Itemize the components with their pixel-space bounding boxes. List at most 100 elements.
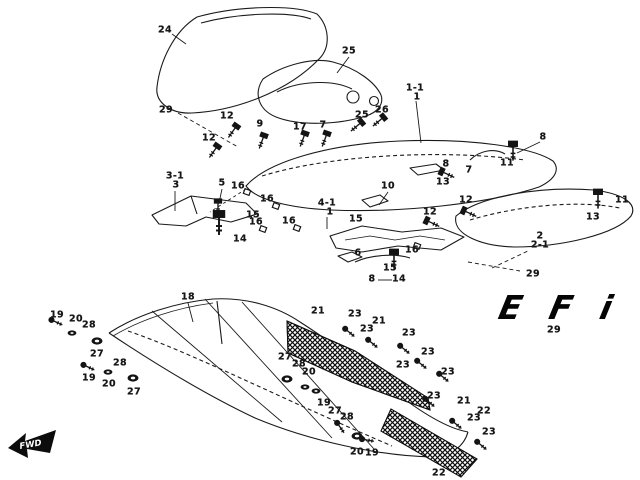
callout-15: 15	[382, 262, 398, 274]
callout-12: 12	[219, 110, 235, 122]
callout-23: 23	[420, 346, 436, 358]
gauge-hole-left	[346, 90, 360, 104]
callout-18: 18	[180, 291, 196, 303]
callout-16: 16	[259, 193, 275, 205]
callout-7: 7	[319, 119, 327, 131]
efi-logo: EFi	[495, 288, 640, 327]
center-bracket	[329, 225, 465, 253]
callout-16: 16	[281, 215, 297, 227]
callout-20: 20	[101, 378, 117, 390]
callout-23: 23	[401, 327, 417, 339]
hood-leader-lines	[171, 33, 541, 281]
callout-3: 3	[172, 179, 180, 191]
callout-3-1: 3-1	[165, 170, 185, 182]
callout-24: 24	[157, 24, 173, 36]
windshield-console	[257, 59, 383, 124]
callout-27: 27	[277, 351, 293, 363]
callout-16: 16	[230, 180, 246, 192]
callout-29: 29	[525, 268, 541, 280]
callout-6: 6	[354, 247, 362, 259]
left-bracket-fold	[190, 195, 198, 215]
callout-23: 23	[359, 323, 375, 335]
callout-27: 27	[126, 386, 142, 398]
callout-8: 8	[442, 158, 450, 170]
callout-19: 19	[81, 372, 97, 384]
callout-23: 23	[395, 359, 411, 371]
side-panel-rim	[469, 203, 621, 221]
windshield-console-detail	[276, 81, 353, 93]
callout-23: 23	[481, 426, 497, 438]
callout-1-1: 1-1	[405, 82, 425, 94]
belly-pan-crease-3	[241, 301, 375, 450]
callout-13: 13	[435, 176, 451, 188]
callout-16: 16	[404, 244, 420, 256]
hood-exploded-view	[151, 6, 634, 263]
belly-pan-crease-1	[151, 310, 283, 423]
callout-20: 20	[349, 446, 365, 458]
callout-29: 29	[158, 104, 174, 116]
fwd-arrow-label: FWD	[19, 438, 43, 452]
callout-27: 27	[327, 405, 343, 417]
hood-body-rim	[261, 154, 526, 177]
bracket-6	[337, 251, 363, 263]
hood-top-panel-inner-edge	[200, 13, 312, 24]
callout-17: 17	[292, 121, 308, 133]
hood-top-panel	[156, 6, 328, 114]
callout-2: 2	[536, 230, 544, 242]
belly-pan-crease-2	[204, 298, 333, 439]
callout-21: 21	[310, 305, 326, 317]
callout-19: 19	[364, 447, 380, 459]
callout-21: 21	[371, 315, 387, 327]
callout-1: 1	[413, 91, 421, 103]
callout-28: 28	[291, 358, 307, 370]
callout-25: 25	[341, 45, 357, 57]
bracket-10	[361, 194, 389, 208]
callout-12: 12	[422, 206, 438, 218]
callout-16: 16	[248, 216, 264, 228]
belly-pan-inner-rim	[112, 302, 214, 337]
callout-21: 21	[456, 395, 472, 407]
center-bracket-detail	[344, 235, 446, 241]
gauge-hole-right	[368, 95, 380, 107]
callout-4-1: 4-1	[317, 197, 337, 209]
callout-19: 19	[49, 309, 65, 321]
callout-29: 29	[546, 324, 562, 336]
callout-27: 27	[89, 348, 105, 360]
callout-23: 23	[426, 390, 442, 402]
side-panel	[455, 188, 634, 248]
left-bracket	[151, 195, 258, 227]
belly-pan-centerline	[127, 330, 393, 447]
callout-12: 12	[201, 132, 217, 144]
callout-15: 15	[348, 213, 364, 225]
belly-pan-front-crease	[216, 300, 223, 345]
callout-11: 11	[499, 157, 515, 169]
callout-26: 26	[374, 104, 390, 116]
callout-23: 23	[347, 308, 363, 320]
fwd-arrow-icon: FWD	[8, 430, 56, 458]
callout-9: 9	[256, 118, 264, 130]
callout-2-1: 2-1	[530, 239, 550, 251]
callout-28: 28	[112, 357, 128, 369]
hood-body-panel	[245, 139, 557, 212]
callout-28: 28	[339, 411, 355, 423]
callout-14: 14	[391, 273, 407, 285]
callout-11: 11	[614, 194, 630, 206]
right-vent-grille-mesh	[380, 408, 478, 478]
callout-20: 20	[301, 366, 317, 378]
callout-14: 14	[232, 233, 248, 245]
belly-pan-leader-lines	[187, 302, 194, 323]
callout-25: 25	[354, 109, 370, 121]
callout-8: 8	[368, 273, 376, 285]
belly-pan-top-rim	[108, 298, 301, 334]
left-vent-grille-mesh	[286, 320, 431, 411]
callout-19: 19	[316, 397, 332, 409]
callout-22: 22	[476, 405, 492, 417]
callout-7: 7	[465, 164, 473, 176]
callout-12: 12	[458, 194, 474, 206]
callout-10: 10	[380, 180, 396, 192]
efi-logo-text: EFi	[495, 288, 640, 327]
callout-23: 23	[466, 412, 482, 424]
